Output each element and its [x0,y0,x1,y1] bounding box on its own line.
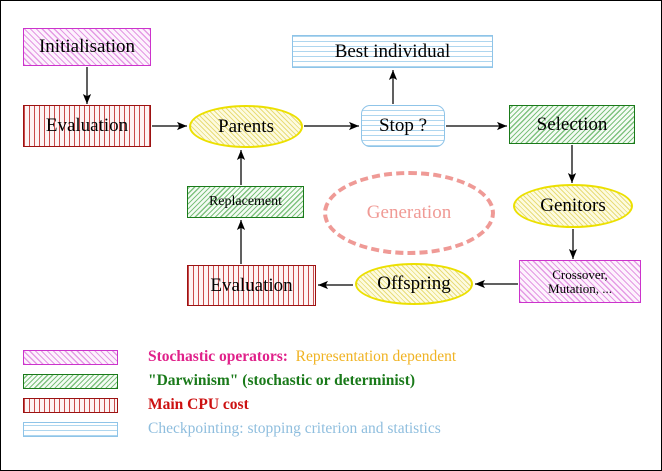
legend-swatch-magenta [23,349,118,365]
legend-primary-green: "Darwinism" (stochastic or determinist) [148,372,416,390]
node-label-genitors: Genitors [540,195,606,217]
legend: Stochastic operators: Representation dep… [23,345,643,441]
generation-label: Generation [366,202,452,223]
node-offspring[interactable]: Offspring [355,263,473,305]
node-label-stop: Stop ? [378,115,428,137]
node-replacement[interactable]: Replacement [187,186,304,218]
legend-row-green: "Darwinism" (stochastic or determinist) [23,369,643,393]
legend-text-red: Main CPU cost [148,397,249,413]
node-label-evaluation-bot: Evaluation [210,274,293,296]
node-genitors[interactable]: Genitors [513,184,633,228]
node-evaluation-bot[interactable]: Evaluation [187,265,316,306]
legend-swatch-red [23,397,118,413]
legend-primary-blue: Checkpointing: stopping criterion and st… [148,420,441,438]
legend-row-red: Main CPU cost [23,393,643,417]
legend-row-magenta: Stochastic operators: Representation dep… [23,345,643,369]
node-label-best-individual: Best individual [334,40,451,62]
node-initialisation[interactable]: Initialisation [23,28,151,66]
node-parents[interactable]: Parents [189,105,303,148]
legend-primary-red: Main CPU cost [148,396,249,414]
node-label-evaluation-top: Evaluation [45,115,129,137]
legend-swatch-blue [23,421,118,437]
node-label-crossover: Crossover, Mutation, ... [548,266,612,296]
legend-primary-magenta: Stochastic operators: [148,348,288,366]
node-label-parents: Parents [218,115,274,137]
generation-annotation-ellipse: Generation [323,171,495,255]
legend-text-blue: Checkpointing: stopping criterion and st… [148,421,441,437]
node-best-individual[interactable]: Best individual [292,35,493,68]
node-label-replacement: Replacement [208,193,283,209]
legend-swatch-green [23,373,118,389]
node-selection[interactable]: Selection [509,105,635,144]
node-label-offspring: Offspring [377,273,451,295]
legend-secondary-magenta: Representation dependent [295,348,457,366]
legend-text-green: "Darwinism" (stochastic or determinist) [148,373,415,389]
node-label-selection: Selection [536,113,608,135]
node-evaluation-top[interactable]: Evaluation [23,105,151,147]
node-label-initialisation: Initialisation [38,36,136,58]
node-crossover[interactable]: Crossover, Mutation, ... [519,260,641,303]
legend-text-magenta: Stochastic operators: Representation dep… [148,349,456,365]
legend-row-blue: Checkpointing: stopping criterion and st… [23,417,643,441]
node-stop[interactable]: Stop ? [361,105,445,147]
